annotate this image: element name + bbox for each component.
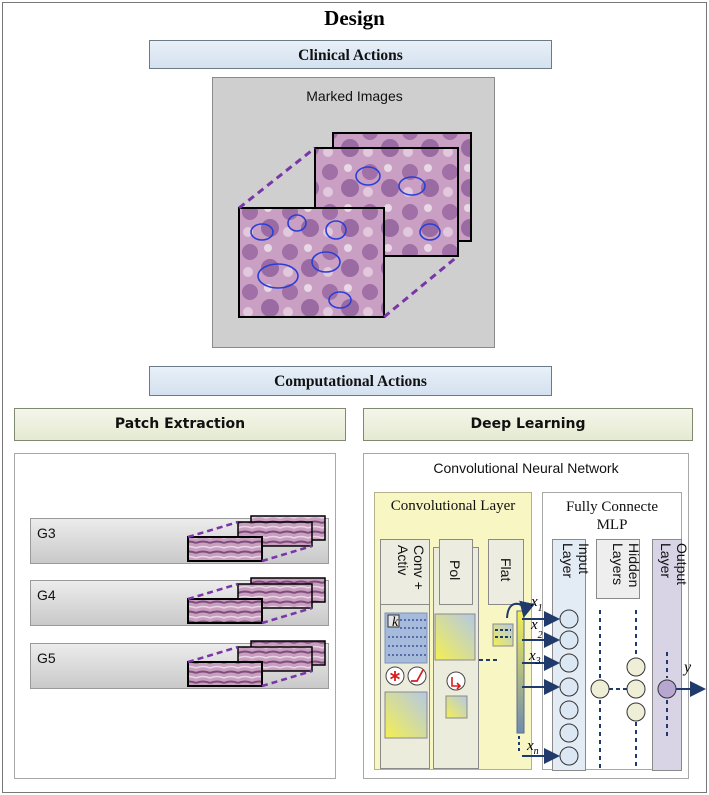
conv-activ-header — [380, 539, 430, 605]
input-layer-label: Input Layer — [560, 543, 592, 579]
grade-label-g4: G4 — [37, 587, 56, 603]
marked-images-label: Marked Images — [306, 88, 403, 104]
clinical-actions-label: Clinical Actions — [298, 47, 403, 64]
hidden-layers-label: Hidden Layers — [610, 543, 642, 588]
convolutional-layer-label: Convolutional Layer — [390, 498, 516, 514]
flat-label: Flat — [498, 558, 514, 582]
pol-label: Pol — [447, 560, 463, 581]
clinical-actions-bar: Clinical Actions — [149, 40, 552, 69]
mlp-title-line1: Fully Connecte — [565, 499, 659, 515]
page-title: Design — [324, 6, 385, 30]
conv-activ-label: Conv + Activ — [395, 545, 427, 590]
pol-header — [439, 539, 473, 605]
flat-column — [488, 539, 524, 605]
deep-learning-bar: Deep Learning — [363, 408, 693, 441]
grade-row-g5: G5 — [30, 643, 329, 689]
cnn-title: Convolutional Neural Network — [433, 460, 619, 476]
computational-actions-label: Computational Actions — [274, 373, 427, 390]
patch-extraction-label: Patch Extraction — [114, 416, 246, 432]
grade-label-g3: G3 — [37, 525, 56, 541]
deep-learning-label: Deep Learning — [470, 416, 586, 432]
grade-label-g5: G5 — [37, 650, 56, 666]
output-layer-label: Output Layer — [658, 543, 690, 586]
hidden-layers-column — [596, 539, 640, 599]
grade-row-g3: G3 — [30, 518, 329, 564]
marked-images-panel: Marked Images — [212, 77, 495, 348]
patch-extraction-bar: Patch Extraction — [14, 408, 346, 441]
computational-actions-bar: Computational Actions — [149, 366, 552, 396]
mlp-title-line2: MLP — [596, 517, 628, 533]
grade-row-g4: G4 — [30, 580, 329, 626]
